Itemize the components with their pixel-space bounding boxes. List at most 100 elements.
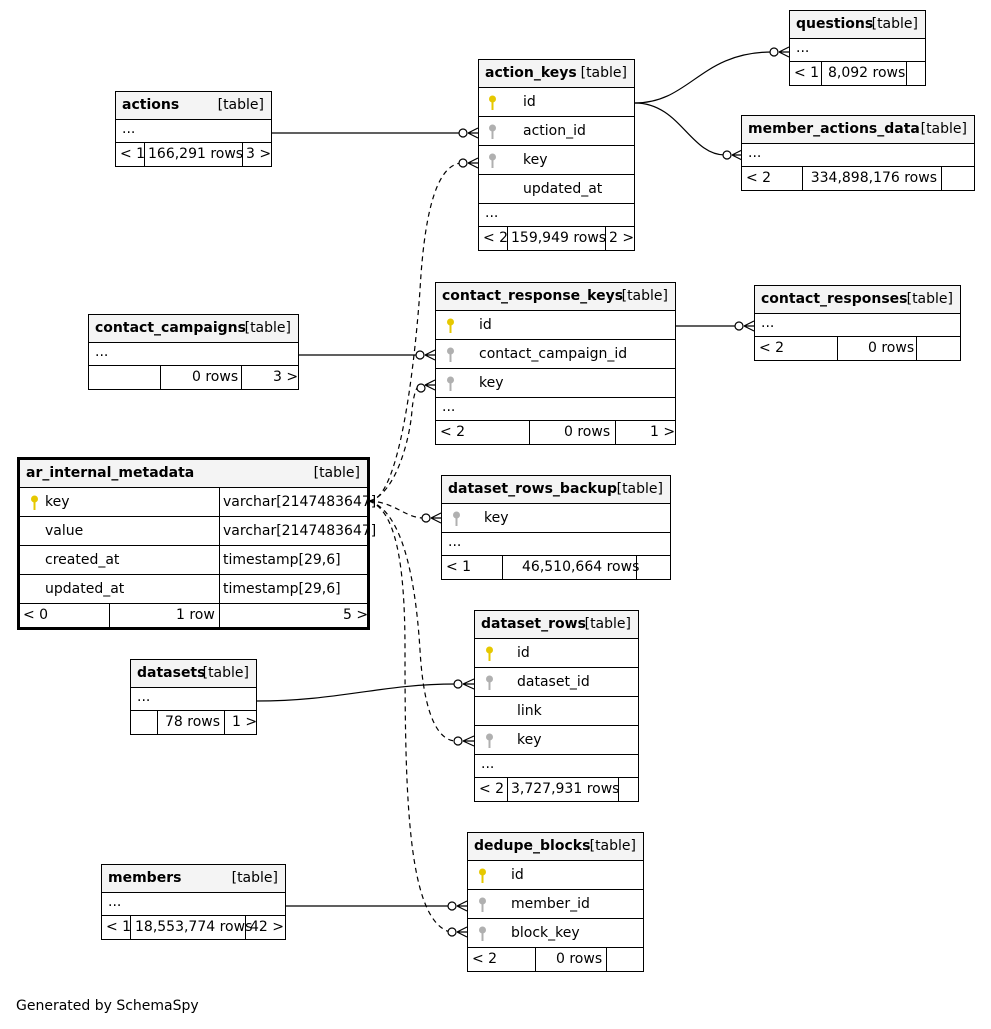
divider xyxy=(837,337,838,360)
foreign-key-icon xyxy=(486,733,493,748)
table-contact-campaigns[interactable]: contact_campaigns [table] ... 0 rows 3 > xyxy=(88,314,299,390)
table-header: members [table] xyxy=(102,865,285,893)
table-name: ar_internal_metadata xyxy=(26,465,195,481)
ellipsis: ... xyxy=(442,399,456,415)
fork-action-keys-key xyxy=(467,157,479,169)
primary-key-icon xyxy=(486,646,493,661)
table-action-keys[interactable]: action_keys [table] id action_id key upd… xyxy=(478,59,635,251)
parents-count: < 1 xyxy=(120,146,146,162)
stats-row: < 2 0 rows 1 > xyxy=(436,421,675,444)
divider xyxy=(802,167,803,190)
table-name: dataset_rows xyxy=(481,616,586,632)
children-count: 42 > xyxy=(250,919,284,935)
stats-row: < 2 334,898,176 rows xyxy=(742,167,974,190)
ellipsis: ... xyxy=(108,894,122,910)
stats-row: < 1 46,510,664 rows xyxy=(442,556,670,579)
column-name: id xyxy=(479,317,492,333)
relation-action-keys-questions xyxy=(634,51,773,104)
table-ar-internal-metadata[interactable]: ar_internal_metadata [table] key varchar… xyxy=(17,457,376,630)
column-row: action_id xyxy=(479,117,634,146)
table-header: contact_campaigns [table] xyxy=(89,315,298,343)
fork-contact-response-keys-key xyxy=(424,379,436,391)
table-name: member_actions_data xyxy=(748,121,920,137)
column-row: key xyxy=(436,369,675,398)
table-member-actions-data[interactable]: member_actions_data [table] ... < 2 334,… xyxy=(741,115,975,191)
table-actions[interactable]: actions [table] ... < 1 166,291 rows 3 > xyxy=(115,91,272,167)
row-count: 78 rows xyxy=(165,714,221,730)
fork-dataset-rows-key xyxy=(462,735,475,747)
ellipsis: ... xyxy=(137,689,151,705)
parents-count: < 2 xyxy=(759,340,785,356)
table-dataset-rows[interactable]: dataset_rows [table] id dataset_id link … xyxy=(474,610,639,802)
more-columns-row: ... xyxy=(89,343,298,366)
stats-row: < 2 159,949 rows 2 > xyxy=(479,227,634,250)
parents-count: < 2 xyxy=(746,170,772,186)
more-columns-row: ... xyxy=(742,144,974,167)
ellipsis: ... xyxy=(485,205,499,221)
implied-relation-dataset-rows-backup xyxy=(368,500,425,519)
column-name: updated_at xyxy=(523,181,603,197)
column-type: timestamp[29,6] xyxy=(223,581,341,597)
divider xyxy=(821,62,822,85)
table-header: ar_internal_metadata [table] xyxy=(20,460,367,488)
table-type: [table] xyxy=(217,97,264,113)
table-contact-responses[interactable]: contact_responses [table] ... < 2 0 rows xyxy=(754,285,961,361)
divider xyxy=(224,711,225,734)
column-row: value varchar[2147483647] xyxy=(20,517,376,546)
fork-dedupe-blocks-member-id xyxy=(456,900,468,912)
column-row: updated_at timestamp[29,6] xyxy=(20,575,367,604)
column-row: key xyxy=(442,504,670,533)
foreign-key-icon xyxy=(479,926,486,941)
table-contact-response-keys[interactable]: contact_response_keys [table] id contact… xyxy=(435,282,676,445)
table-header: action_keys [table] xyxy=(479,60,634,88)
column-name: updated_at xyxy=(45,581,125,597)
divider xyxy=(219,517,220,545)
divider xyxy=(507,778,508,801)
divider xyxy=(941,167,942,190)
column-name: created_at xyxy=(45,552,120,568)
implied-relation-contact-response-keys xyxy=(368,382,422,502)
column-type: varchar[2147483647] xyxy=(223,523,377,539)
primary-key-icon xyxy=(447,318,454,333)
divider xyxy=(219,604,220,627)
endpoint-member-actions-data xyxy=(722,150,732,160)
fork-contact-responses xyxy=(743,320,755,332)
row-count: 8,092 rows xyxy=(828,65,906,81)
table-datasets[interactable]: datasets [table] ... 78 rows 1 > xyxy=(130,659,257,735)
column-name: action_id xyxy=(523,123,586,139)
endpoint-dataset-rows-backup xyxy=(421,513,431,523)
more-columns-row: ... xyxy=(131,688,256,711)
table-name: datasets xyxy=(137,665,206,681)
ellipsis: ... xyxy=(796,40,810,56)
column-name: dataset_id xyxy=(517,674,590,690)
column-name: key xyxy=(517,732,542,748)
stats-row: 0 rows 3 > xyxy=(89,366,298,389)
table-name: dataset_rows_backup xyxy=(448,481,617,497)
table-dataset-rows-backup[interactable]: dataset_rows_backup [table] key ... < 1 … xyxy=(441,475,671,580)
divider xyxy=(615,421,616,444)
table-type: [table] xyxy=(871,16,918,32)
divider xyxy=(618,778,619,801)
table-type: [table] xyxy=(906,291,953,307)
endpoint-contact-response-keys-key xyxy=(416,383,426,393)
table-members[interactable]: members [table] ... < 1 18,553,774 rows … xyxy=(101,864,286,940)
parents-count: < 2 xyxy=(440,424,466,440)
table-questions[interactable]: questions [table] ... < 1 8,092 rows xyxy=(789,10,926,86)
table-dedupe-blocks[interactable]: dedupe_blocks [table] id member_id block… xyxy=(467,832,644,972)
primary-key-icon xyxy=(479,868,486,883)
divider xyxy=(535,948,536,971)
divider xyxy=(241,366,242,389)
relation-datasets-dataset-rows xyxy=(255,683,457,702)
fork-questions xyxy=(778,46,790,58)
children-count: 5 > xyxy=(343,607,369,623)
more-columns-row: ... xyxy=(479,204,634,227)
primary-key-icon xyxy=(31,495,38,510)
children-count: 1 > xyxy=(232,714,258,730)
children-count: 2 > xyxy=(609,230,635,246)
column-row: id xyxy=(479,88,634,117)
divider xyxy=(245,916,246,939)
table-header: dataset_rows [table] xyxy=(475,611,638,639)
endpoint-dataset-rows-key xyxy=(453,736,463,746)
stats-row: < 1 18,553,774 rows 42 > xyxy=(102,916,285,939)
